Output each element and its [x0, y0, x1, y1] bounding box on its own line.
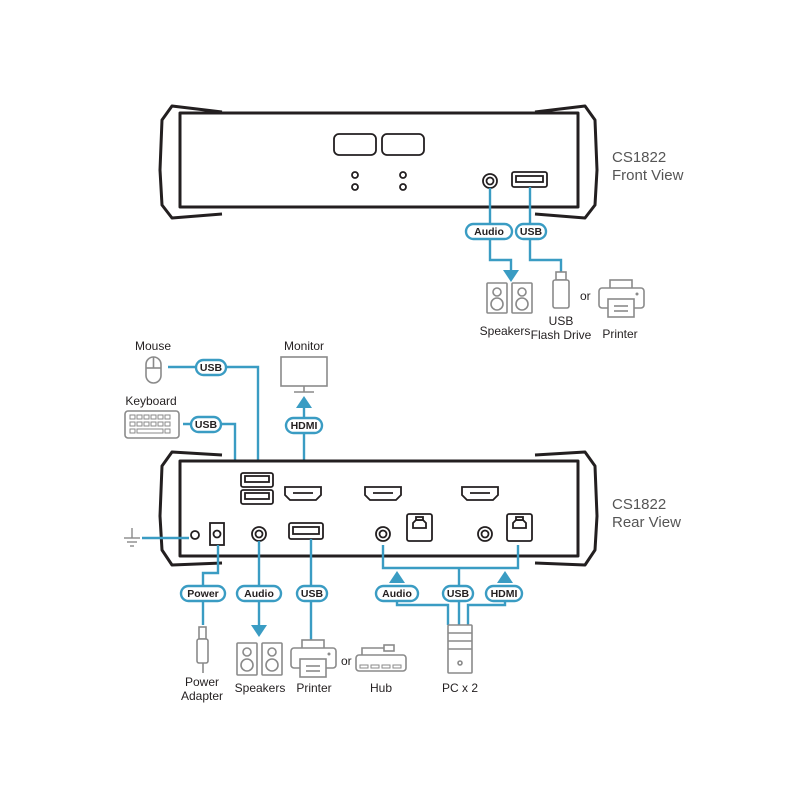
svg-text:Audio: Audio: [244, 588, 274, 600]
printer-usb-tag: USB: [295, 584, 329, 603]
front-printer-label: Printer: [602, 327, 637, 341]
power-adapter-label-line2: Adapter: [181, 689, 223, 703]
usb-b-inner: [412, 519, 427, 529]
keyboard-usb-tag: USB: [189, 415, 223, 434]
rear-or-label: or: [341, 654, 352, 668]
pc-audio-wire: [381, 545, 520, 570]
usb-hub-icon: [355, 644, 407, 672]
svg-text:Audio: Audio: [382, 588, 412, 600]
power-adapter-label-line1: Power: [185, 675, 219, 689]
front-audio-tag: Audio: [464, 222, 514, 241]
audio-jack-inner: [378, 529, 388, 539]
led-icon: [351, 183, 359, 191]
arrow-up-icon: [497, 571, 513, 583]
svg-text:Power: Power: [187, 588, 219, 600]
port-select-button-2: [381, 133, 425, 156]
printer-icon: [598, 279, 645, 318]
rear-view-title-label: Rear View: [612, 514, 681, 531]
rear-printer-label: Printer: [296, 681, 331, 695]
rear-view-unit: [158, 450, 599, 567]
arrow-down-icon: [251, 625, 267, 637]
svg-text:HDMI: HDMI: [491, 588, 518, 600]
monitor-label: Monitor: [284, 339, 324, 353]
speakers-icon: [486, 282, 533, 314]
monitor-icon: [280, 356, 328, 393]
audio-jack-inner: [254, 529, 264, 539]
pc-hdmi-tag: HDMI: [484, 584, 524, 603]
pc-tower-icon: [447, 624, 473, 674]
usb-b-inner-top: [515, 516, 524, 521]
led-icon: [351, 171, 359, 179]
mouse-icon: [145, 356, 162, 384]
pc-audio-tag: Audio: [374, 584, 420, 603]
printer-icon: [290, 639, 337, 678]
usb-b-inner-top: [415, 516, 424, 521]
front-view-title-label: Front View: [612, 167, 684, 184]
front-usb-port-inner: [515, 175, 544, 183]
led-icon: [399, 171, 407, 179]
front-usb-tag: USB: [514, 222, 548, 241]
led-icon: [399, 183, 407, 191]
svg-text:HDMI: HDMI: [291, 420, 318, 432]
svg-text:USB: USB: [520, 226, 543, 238]
port-select-button-1: [333, 133, 377, 156]
arrow-up-icon: [296, 396, 312, 408]
arrow-down-icon: [503, 270, 519, 282]
speakers-audio-tag: Audio: [235, 584, 283, 603]
audio-jack-inner: [480, 529, 490, 539]
usb-port-inner: [292, 526, 320, 535]
svg-text:USB: USB: [195, 419, 218, 431]
mouse-usb-tag: USB: [194, 358, 228, 377]
power-tag: Power: [179, 584, 227, 603]
arrow-up-icon: [389, 571, 405, 583]
front-speakers-label: Speakers: [480, 324, 531, 338]
console-usb-port-inner: [244, 475, 270, 483]
front-audio-jack-inner: [485, 176, 495, 186]
monitor-hdmi-tag: HDMI: [284, 416, 324, 435]
svg-text:USB: USB: [301, 588, 324, 600]
ground-screw-icon: [190, 530, 200, 540]
front-or-label: or: [580, 289, 591, 303]
speakers-icon: [236, 642, 283, 676]
power-adapter-icon: [196, 626, 209, 673]
svg-text:USB: USB: [200, 362, 223, 374]
ground-symbol-icon: [124, 528, 140, 547]
pc-usb-tag: USB: [441, 584, 475, 603]
rear-speakers-label: Speakers: [235, 681, 286, 695]
pc-label: PC x 2: [442, 681, 478, 695]
mouse-label: Mouse: [135, 339, 171, 353]
usb-flash-drive-icon: [552, 271, 570, 309]
front-view-unit: [158, 104, 599, 220]
keyboard-icon: [124, 410, 180, 439]
console-usb-port-inner: [244, 492, 270, 500]
power-jack-inner: [212, 529, 222, 539]
svg-text:Audio: Audio: [474, 226, 504, 238]
front-chassis: [178, 111, 580, 209]
rear-view-title-model: CS1822: [612, 496, 666, 513]
svg-text:USB: USB: [447, 588, 470, 600]
usb-flash-label-line2: Flash Drive: [531, 328, 592, 342]
hub-label: Hub: [370, 681, 392, 695]
usb-b-inner: [512, 519, 527, 529]
keyboard-label: Keyboard: [125, 394, 176, 408]
front-view-title-model: CS1822: [612, 149, 666, 166]
usb-flash-label-line1: USB: [549, 314, 574, 328]
